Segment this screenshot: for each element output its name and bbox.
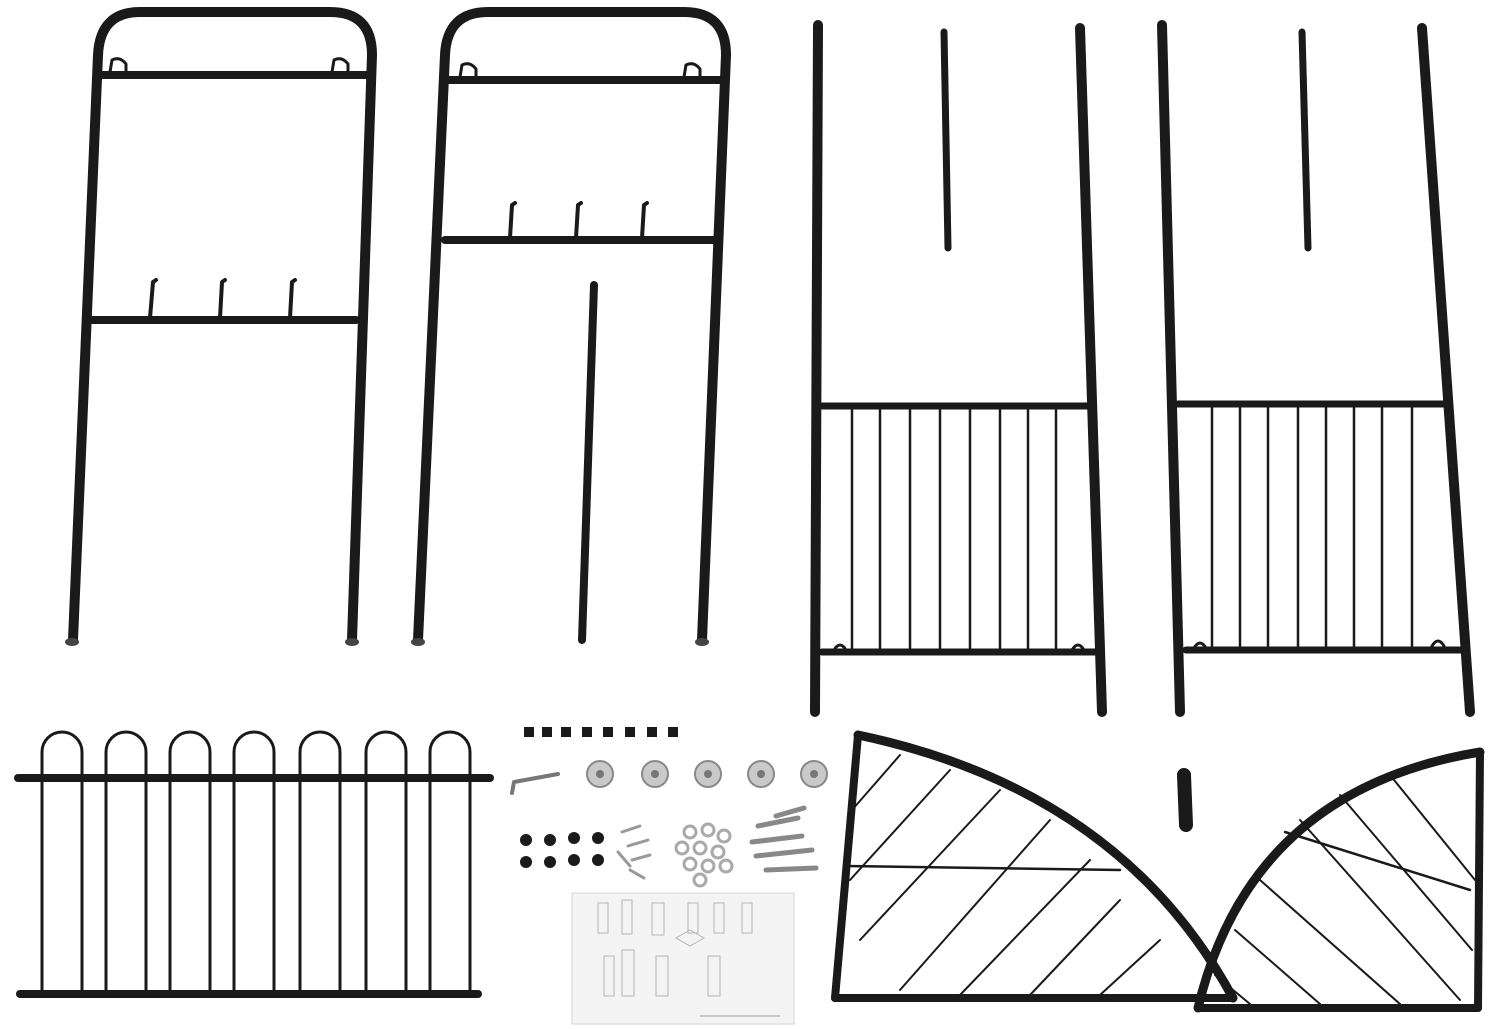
frame-1-hooks: [148, 278, 297, 320]
nuts: [520, 832, 604, 868]
end-caps: [524, 727, 678, 737]
frame-1-foot-left: [65, 638, 79, 646]
connector-sleeve: [1177, 768, 1193, 832]
quarter-shelf-2: [1193, 747, 1485, 1013]
frame-1-foot-right: [345, 638, 359, 646]
frame-2-foot-left: [411, 638, 425, 646]
short-pole-1: [578, 281, 598, 644]
frame-2-foot-right: [695, 638, 709, 646]
side-frame-left-2: [413, 7, 731, 645]
leveling-feet: [586, 760, 828, 788]
washers: [674, 822, 734, 888]
side-frame-left-1: [68, 7, 377, 645]
frame-1-tabs: [108, 57, 350, 74]
slatted-panel-2: [1157, 20, 1475, 717]
frame-2-hooks: [508, 201, 649, 240]
arched-fence-panel: [14, 730, 494, 998]
screws: [616, 824, 652, 880]
bolts: [749, 805, 819, 873]
frame-2-tabs: [458, 62, 702, 79]
slatted-panel-1: [810, 20, 1107, 717]
quarter-shelf-1: [831, 730, 1238, 1003]
allen-key: [510, 772, 560, 795]
instruction-sheet: [571, 892, 795, 1025]
